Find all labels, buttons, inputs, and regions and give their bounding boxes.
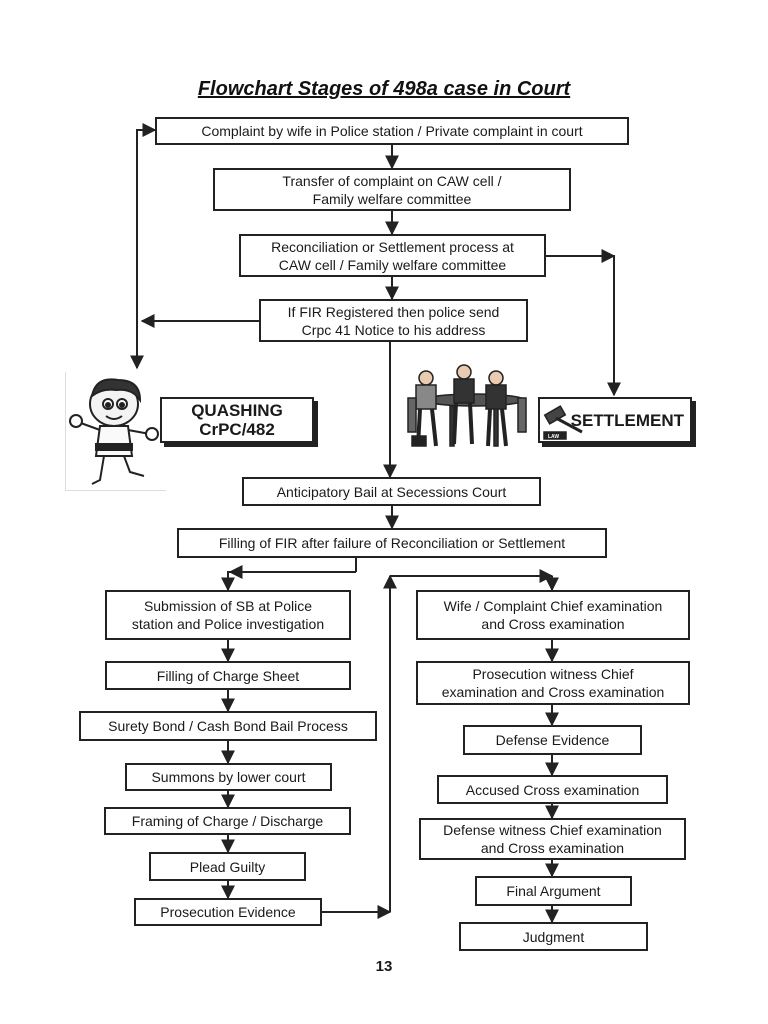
fir-registered-label: If FIR Registered then police send Crpc … — [287, 303, 500, 338]
fir-registered-box: If FIR Registered then police send Crpc … — [259, 299, 528, 342]
prosecution-witness-label: Prosecution witness Chief examination an… — [441, 666, 665, 700]
filling-fir-box: Filling of FIR after failure of Reconcil… — [177, 528, 607, 558]
wife-examination-box: Wife / Complaint Chief examination and C… — [416, 590, 690, 640]
framing-charge-label: Framing of Charge / Discharge — [131, 813, 324, 829]
transfer-label: Transfer of complaint on CAW cell / Fami… — [282, 172, 502, 207]
meeting-people-icon — [404, 358, 536, 468]
surety-bond-box: Surety Bond / Cash Bond Bail Process — [79, 711, 377, 741]
judgment-box: Judgment — [459, 922, 648, 951]
wife-examination-label: Wife / Complaint Chief examination and C… — [443, 598, 663, 632]
anticipatory-bail-box: Anticipatory Bail at Secessions Court — [242, 477, 541, 506]
accused-cross-label: Accused Cross examination — [465, 781, 640, 798]
complaint-box: Complaint by wife in Police station / Pr… — [155, 117, 629, 145]
defense-evidence-box: Defense Evidence — [463, 725, 642, 755]
page-title: Flowchart Stages of 498a case in Court — [197, 78, 571, 100]
prosecution-evidence-label: Prosecution Evidence — [160, 904, 296, 920]
charge-sheet-box: Filling of Charge Sheet — [105, 661, 351, 690]
reconciliation-box: Reconciliation or Settlement process at … — [239, 234, 546, 277]
judgment-label: Judgment — [522, 928, 585, 945]
final-argument-box: Final Argument — [475, 876, 632, 906]
defense-witness-box: Defense witness Chief examination and Cr… — [419, 818, 686, 860]
defense-evidence-label: Defense Evidence — [495, 732, 610, 748]
settlement-label: SETTLEMENT — [570, 410, 684, 430]
reconciliation-label: Reconciliation or Settlement process at … — [271, 238, 514, 273]
defense-witness-label: Defense witness Chief examination and Cr… — [443, 822, 662, 856]
filling-fir-label: Filling of FIR after failure of Reconcil… — [218, 535, 566, 551]
prosecution-evidence-box: Prosecution Evidence — [134, 898, 322, 926]
plead-guilty-label: Plead Guilty — [189, 858, 266, 875]
quashing-label: QUASHING CrPC/482 — [191, 401, 283, 439]
gavel-label: LAW — [548, 434, 559, 440]
plead-guilty-box: Plead Guilty — [149, 852, 306, 881]
transfer-box: Transfer of complaint on CAW cell / Fami… — [213, 168, 571, 211]
submission-sb-box: Submission of SB at Police station and P… — [105, 590, 351, 640]
charge-sheet-label: Filling of Charge Sheet — [156, 667, 300, 684]
settlement-box: LAW SETTLEMENT — [538, 397, 692, 443]
accused-cross-box: Accused Cross examination — [437, 775, 668, 804]
gavel-icon: LAW — [542, 402, 592, 442]
prosecution-witness-box: Prosecution witness Chief examination an… — [416, 661, 690, 705]
anticipatory-bail-label: Anticipatory Bail at Secessions Court — [276, 483, 507, 500]
summons-box: Summons by lower court — [125, 763, 332, 791]
final-argument-label: Final Argument — [506, 883, 601, 899]
framing-charge-box: Framing of Charge / Discharge — [104, 807, 351, 835]
karate-cartoon-icon — [65, 372, 166, 491]
complaint-label: Complaint by wife in Police station / Pr… — [201, 123, 583, 139]
page-number: 13 — [375, 958, 393, 975]
submission-sb-label: Submission of SB at Police station and P… — [131, 598, 325, 632]
quashing-box: QUASHING CrPC/482 — [160, 397, 314, 443]
summons-label: Summons by lower court — [151, 769, 306, 785]
surety-bond-label: Surety Bond / Cash Bond Bail Process — [108, 718, 348, 734]
